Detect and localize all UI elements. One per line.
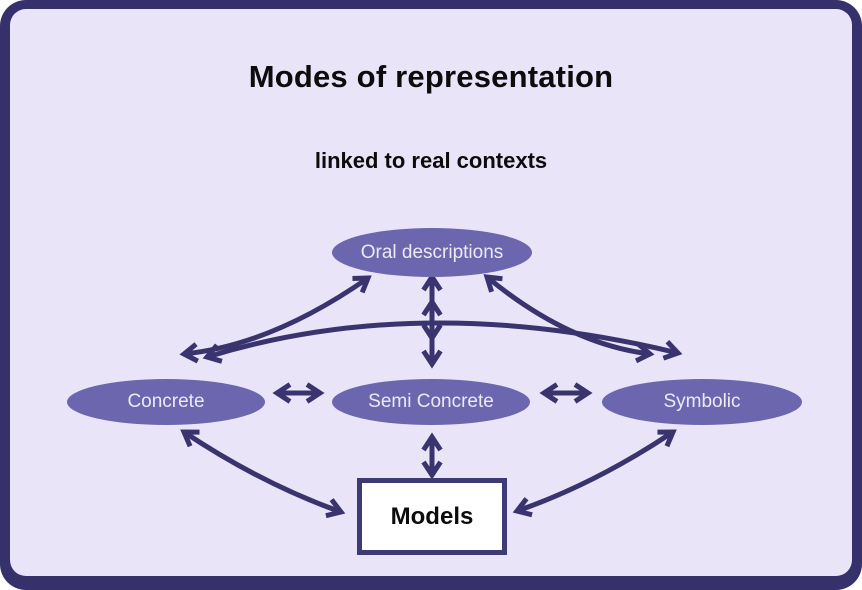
diagram-panel: Modes of representation linked to real c… [10, 9, 852, 576]
node-semi-concrete-label: Semi Concrete [368, 391, 494, 412]
page-title: Modes of representation [248, 59, 614, 94]
edge-concrete-models [180, 429, 346, 519]
edge-concrete-symbolic [202, 320, 683, 364]
node-models: Models [357, 478, 507, 555]
node-symbolic-label: Symbolic [663, 391, 741, 412]
edge-symbolic-models [512, 429, 677, 518]
node-semi-concrete: Semi Concrete [332, 379, 530, 425]
edge-oral-concrete [179, 275, 372, 364]
page-subtitle: linked to real contexts [314, 148, 548, 173]
node-concrete: Concrete [67, 379, 265, 425]
arrows-layer [179, 272, 683, 519]
node-models-label: Models [390, 502, 474, 530]
node-oral-descriptions-label: Oral descriptions [360, 241, 504, 263]
node-concrete-label: Concrete [127, 391, 205, 412]
node-oral-descriptions: Oral descriptions [332, 228, 532, 277]
node-symbolic: Symbolic [602, 379, 802, 425]
